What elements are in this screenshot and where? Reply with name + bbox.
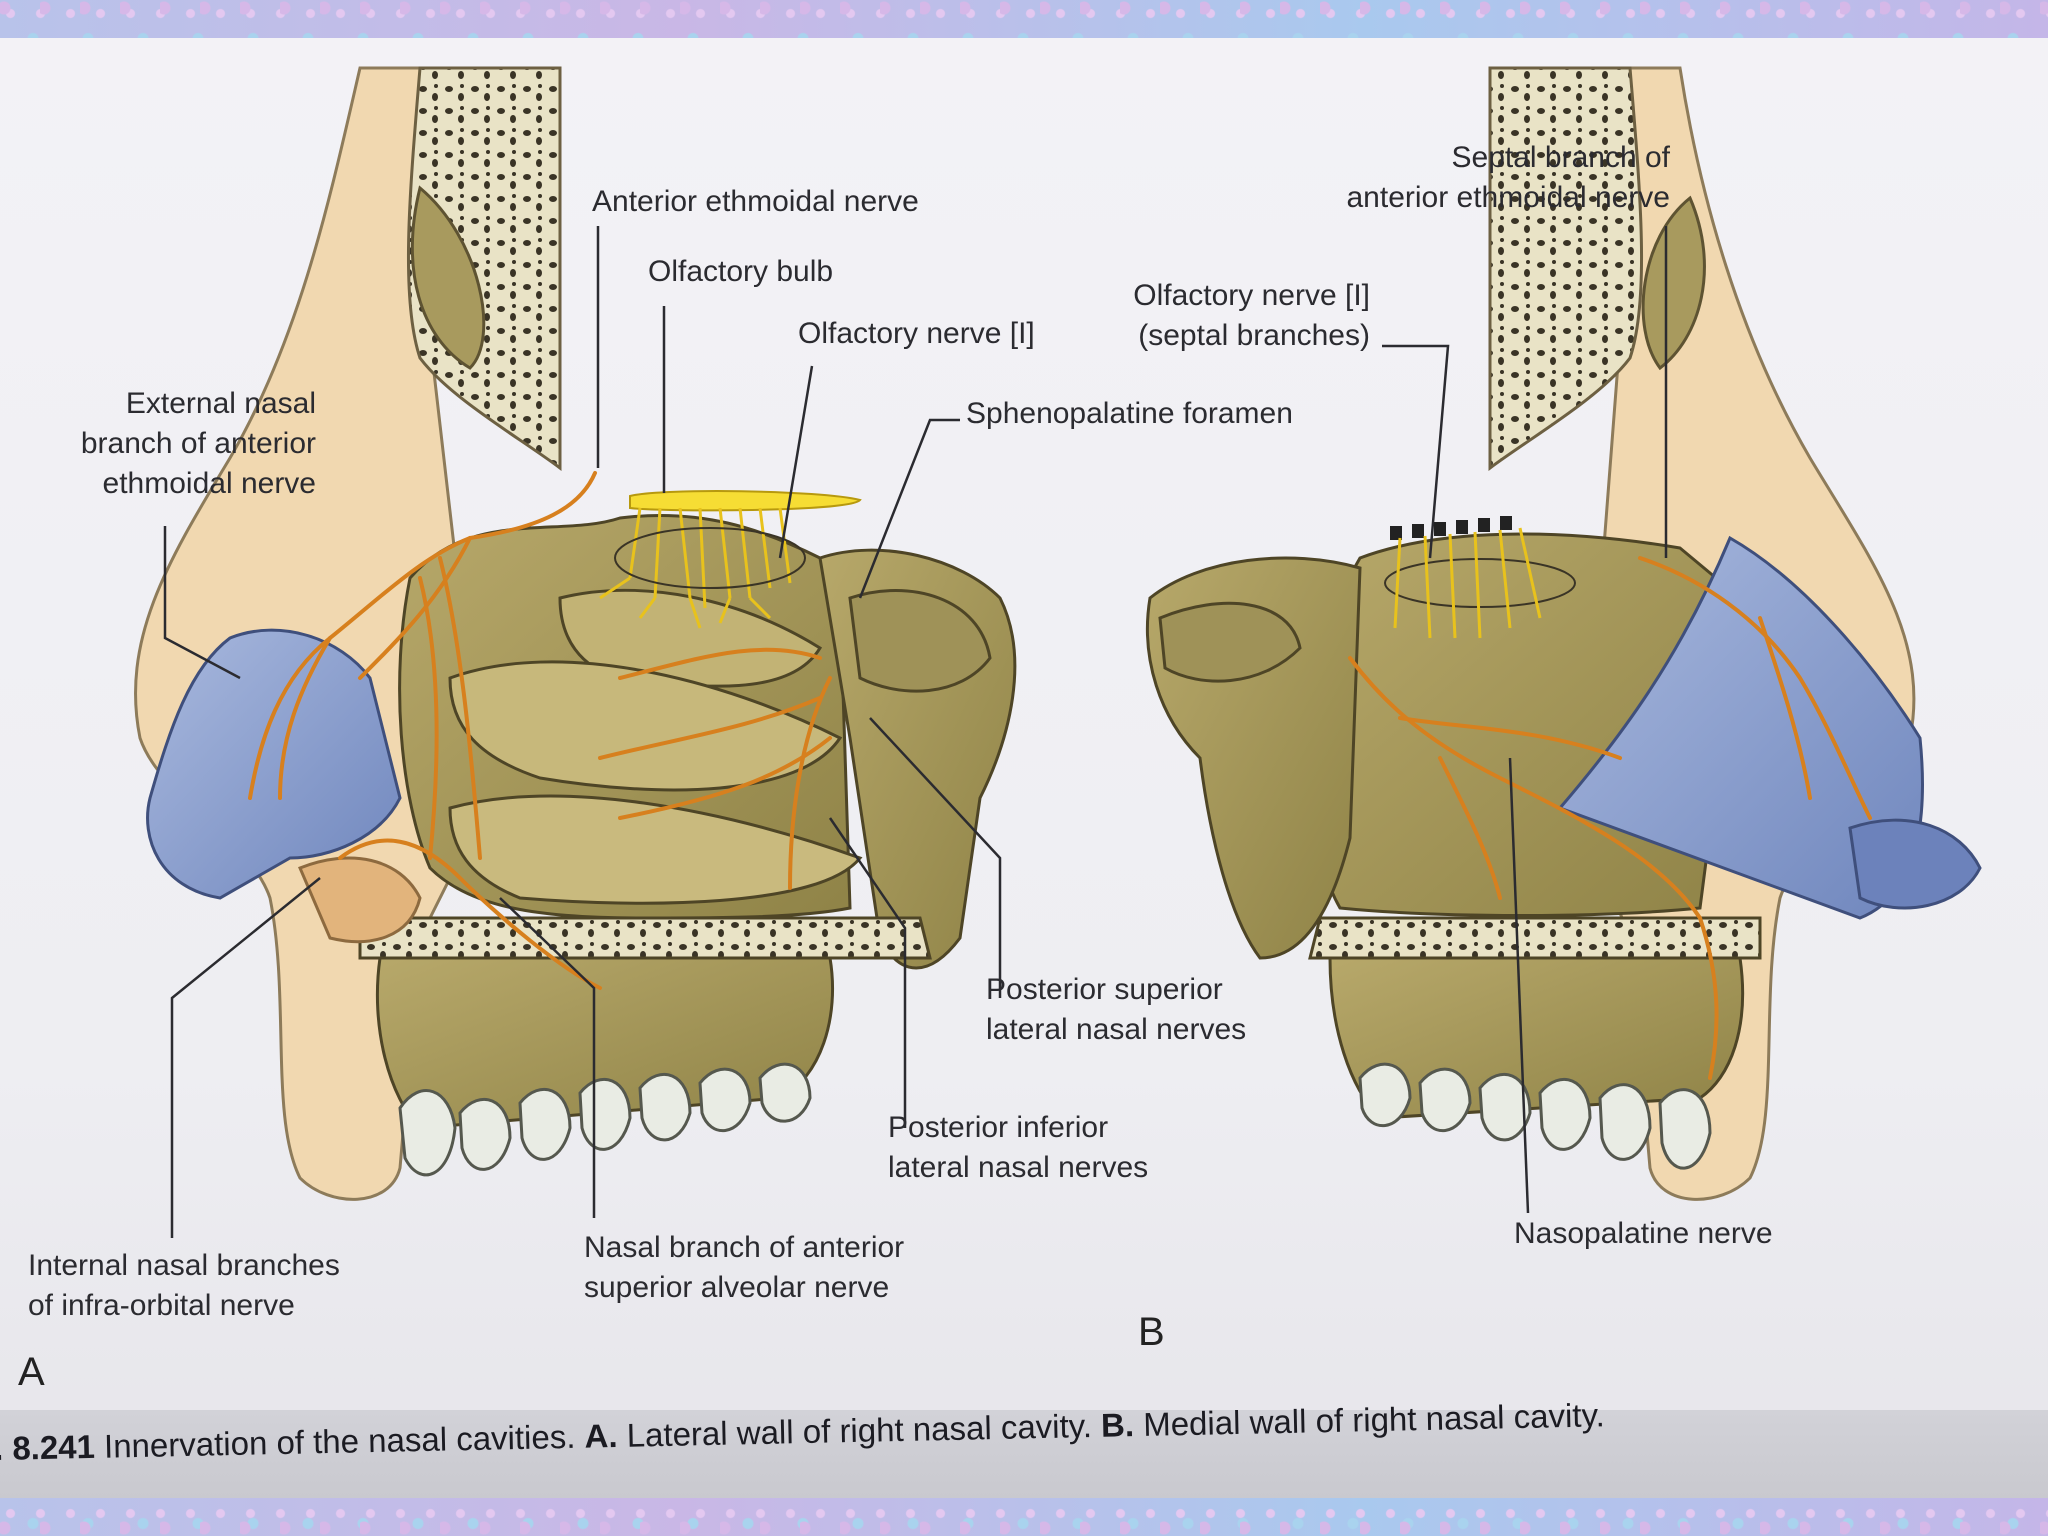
label-olfactory-septal-line1: Olfactory nerve [I]	[1133, 279, 1370, 312]
label-internal-nasal-line1: Internal nasal branches	[28, 1249, 340, 1282]
label-post-sup-line2: lateral nasal nerves	[986, 1013, 1247, 1046]
superior-concha	[558, 588, 823, 688]
leader-lines	[163, 226, 1668, 1238]
cribriform-plate-b	[1390, 516, 1512, 540]
nerves-a	[248, 471, 832, 990]
label-septal-branch-line1: Septal branch of	[1451, 141, 1670, 174]
alar-cartilage-a	[298, 856, 422, 944]
label-post-sup-line1: Posterior superior	[986, 973, 1223, 1006]
panel-a-lateral-wall	[134, 66, 1017, 1201]
leader-external-nasal	[163, 526, 241, 680]
olfactory-fibers-a	[599, 507, 792, 629]
panel-letter-b: B	[1138, 1310, 1165, 1354]
middle-concha	[448, 660, 843, 792]
cribriform-ring-a	[614, 527, 806, 589]
nerves-b	[1348, 556, 1872, 1080]
label-nasal-branch: Nasal branch of anterior superior alveol…	[584, 1228, 904, 1308]
teeth-b	[1358, 1062, 1712, 1170]
label-sphenopalatine-foramen: Sphenopalatine foramen	[966, 397, 1293, 430]
caption-band	[0, 1410, 2048, 1498]
label-post-inf-line1: Posterior inferior	[888, 1111, 1109, 1144]
label-olfactory-septal-line2: (septal branches)	[1138, 319, 1370, 352]
sphenoid-sinus-a	[848, 589, 992, 693]
label-olfactory-bulb: Olfactory bulb	[648, 255, 834, 288]
leader-post-inf	[828, 817, 907, 1128]
teeth-a	[398, 1062, 812, 1177]
label-anterior-ethmoidal-nerve: Anterior ethmoidal nerve	[592, 185, 919, 218]
leader-sphenopalatine	[858, 418, 960, 599]
olfactory-bulb-shape	[629, 490, 862, 512]
frontal-bone-b	[1488, 66, 1644, 471]
label-external-nasal-line3: ethmoidal nerve	[102, 467, 316, 500]
label-septal-branch-line2: anterior ethmoidal nerve	[1346, 181, 1670, 214]
caption-b-letter: B.	[1100, 1406, 1135, 1444]
label-internal-nasal: Internal nasal branches of infra-orbital…	[28, 1246, 340, 1326]
frontal-bone-a	[406, 66, 562, 471]
textbook-page: Anterior ethmoidal nerve Olfactory bulb …	[0, 38, 2048, 1498]
label-internal-nasal-line2: of infra-orbital nerve	[28, 1289, 295, 1322]
alar-cartilage-b	[1848, 818, 1982, 910]
hard-palate-b	[1308, 916, 1762, 960]
leader-olfactory-nerve	[778, 365, 814, 559]
frontal-sinus-a	[410, 185, 486, 370]
label-external-nasal-line2: branch of anterior	[80, 427, 316, 460]
leader-internal-nasal	[170, 877, 321, 1238]
panel-letter-a: A	[18, 1350, 45, 1394]
leader-nasopalatine	[1508, 757, 1530, 1214]
label-external-nasal: External nasal branch of anterior ethmoi…	[20, 384, 316, 504]
label-post-inf-line2: lateral nasal nerves	[888, 1151, 1149, 1184]
label-external-nasal-line1: External nasal	[125, 387, 316, 420]
leader-nasal-branch	[499, 897, 596, 1218]
label-nasopalatine-nerve: Nasopalatine nerve	[1514, 1217, 1773, 1250]
hard-palate-a	[358, 916, 932, 960]
frontal-sinus-b	[1641, 195, 1706, 371]
label-nasal-branch-line1: Nasal branch of anterior	[584, 1231, 905, 1264]
label-olfactory-nerve: Olfactory nerve [I]	[798, 317, 1035, 350]
leader-olfactory-septal	[1382, 344, 1450, 559]
panel-b-medial-wall	[1146, 66, 1982, 1201]
inferior-concha	[448, 794, 863, 905]
olfactory-fibers-b	[1393, 527, 1542, 639]
sphenoid-sinus-b	[1158, 601, 1302, 683]
label-posterior-inferior: Posterior inferior lateral nasal nerves	[888, 1108, 1148, 1188]
label-septal-branch: Septal branch of anterior ethmoidal nerv…	[1270, 138, 1670, 218]
label-nasal-branch-line2: superior alveolar nerve	[584, 1271, 890, 1304]
leader-post-sup	[869, 717, 1002, 998]
caption-a-letter: A.	[584, 1416, 618, 1455]
nasal-cavity-illustration	[134, 66, 1982, 1238]
nasal-cartilage-a	[146, 628, 402, 900]
label-posterior-superior: Posterior superior lateral nasal nerves	[986, 970, 1246, 1050]
caption-fig-number: . 8.241	[0, 1427, 96, 1467]
label-olfactory-septal: Olfactory nerve [I] (septal branches)	[1060, 276, 1370, 356]
